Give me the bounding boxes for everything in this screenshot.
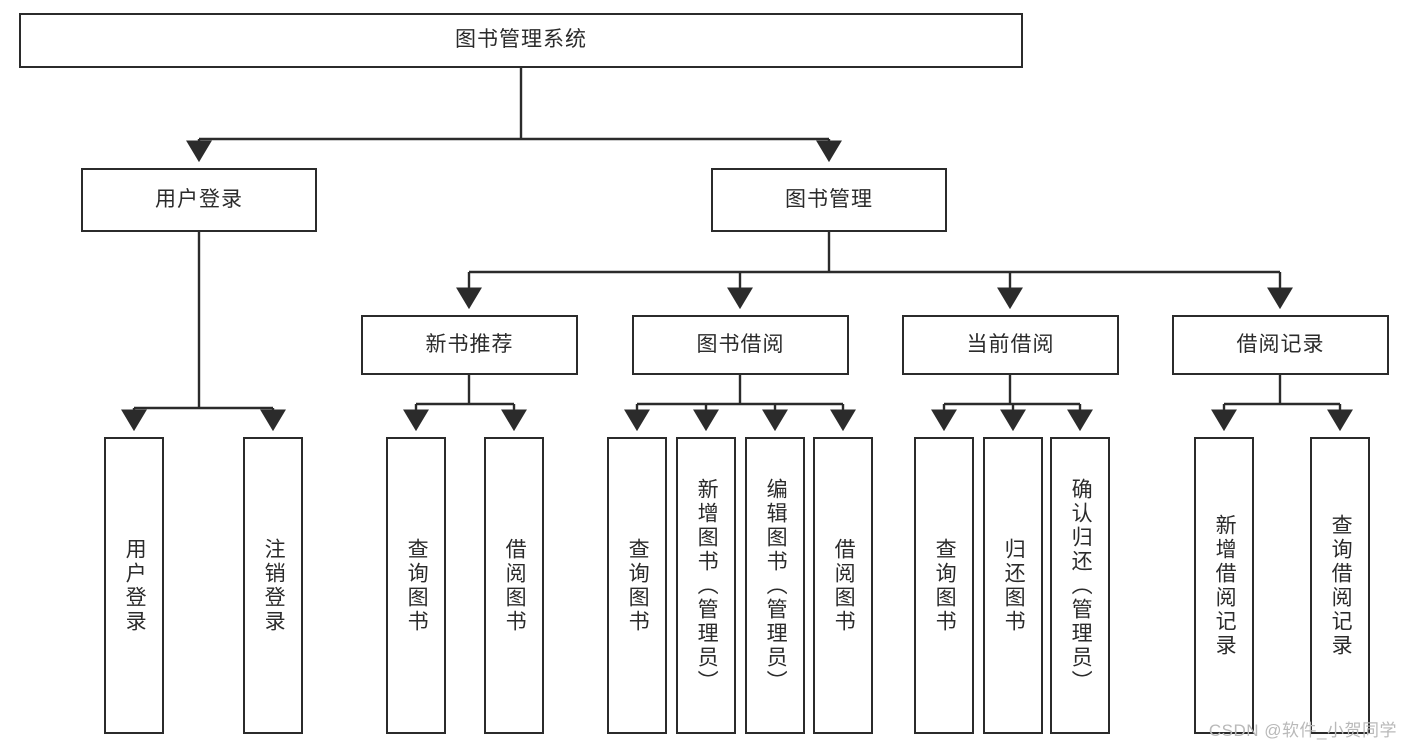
node-new-book-recommend-label: 新书推荐 xyxy=(425,332,514,356)
node-leaf-query-book-1-label: 查询图书 xyxy=(405,537,429,634)
node-leaf-user-login-label: 用户登录 xyxy=(123,537,147,634)
node-book-manage-label: 图书管理 xyxy=(785,187,873,211)
node-leaf-query-record[interactable]: 查询借阅记录 xyxy=(1310,437,1370,734)
node-leaf-query-book-1[interactable]: 查询图书 xyxy=(386,437,446,734)
node-user-login-label: 用户登录 xyxy=(155,187,243,211)
node-leaf-return-book-label: 归还图书 xyxy=(1002,537,1026,634)
node-leaf-query-book-2[interactable]: 查询图书 xyxy=(607,437,667,734)
node-borrow-record[interactable]: 借阅记录 xyxy=(1172,315,1389,375)
node-leaf-query-book-3-label: 查询图书 xyxy=(933,537,957,634)
node-leaf-query-book-3[interactable]: 查询图书 xyxy=(914,437,974,734)
csdn-watermark: CSDN @软件_小贺同学 xyxy=(1208,721,1397,740)
node-book-borrow[interactable]: 图书借阅 xyxy=(632,315,849,375)
node-leaf-add-book[interactable]: 新增图书（管理员） xyxy=(676,437,736,734)
node-new-book-recommend[interactable]: 新书推荐 xyxy=(361,315,578,375)
node-leaf-logout-label: 注销登录 xyxy=(262,537,286,634)
node-leaf-return-book[interactable]: 归还图书 xyxy=(983,437,1043,734)
node-leaf-edit-book[interactable]: 编辑图书（管理员） xyxy=(745,437,805,734)
node-leaf-logout[interactable]: 注销登录 xyxy=(243,437,303,734)
node-leaf-user-login[interactable]: 用户登录 xyxy=(104,437,164,734)
node-leaf-query-record-label: 查询借阅记录 xyxy=(1329,513,1353,658)
node-leaf-confirm-return-label: 确认归还（管理员） xyxy=(1069,477,1093,694)
node-leaf-confirm-return[interactable]: 确认归还（管理员） xyxy=(1050,437,1110,734)
node-leaf-add-book-label: 新增图书（管理员） xyxy=(695,477,719,694)
node-leaf-add-record[interactable]: 新增借阅记录 xyxy=(1194,437,1254,734)
node-book-manage[interactable]: 图书管理 xyxy=(711,168,947,232)
node-leaf-borrow-book-2[interactable]: 借阅图书 xyxy=(813,437,873,734)
node-leaf-add-record-label: 新增借阅记录 xyxy=(1213,513,1237,658)
node-borrow-record-label: 借阅记录 xyxy=(1236,332,1325,356)
node-root-label: 图书管理系统 xyxy=(455,28,587,52)
node-current-borrow[interactable]: 当前借阅 xyxy=(902,315,1119,375)
node-leaf-borrow-book-1-label: 借阅图书 xyxy=(503,537,527,634)
node-current-borrow-label: 当前借阅 xyxy=(966,332,1055,356)
node-leaf-borrow-book-2-label: 借阅图书 xyxy=(832,537,856,634)
node-root[interactable]: 图书管理系统 xyxy=(19,13,1023,68)
node-leaf-borrow-book-1[interactable]: 借阅图书 xyxy=(484,437,544,734)
node-book-borrow-label: 图书借阅 xyxy=(696,332,785,356)
node-user-login[interactable]: 用户登录 xyxy=(81,168,317,232)
node-leaf-edit-book-label: 编辑图书（管理员） xyxy=(764,477,788,694)
node-leaf-query-book-2-label: 查询图书 xyxy=(626,537,650,634)
